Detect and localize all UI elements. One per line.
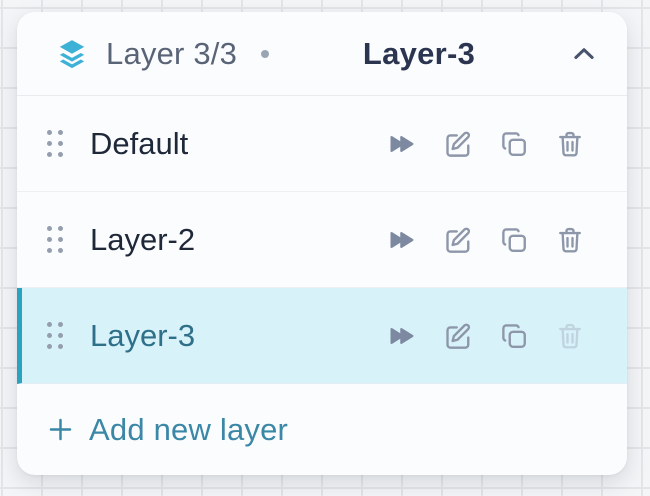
row-actions [387,321,585,351]
move-to-front-icon[interactable] [387,225,417,255]
add-new-layer-button[interactable]: Add new layer [17,384,627,475]
separator-dot-icon [261,49,270,58]
delete-icon[interactable] [555,129,585,159]
edit-icon[interactable] [443,225,473,255]
layer-name: Layer-2 [90,221,196,257]
layer-row-layer-3-selected[interactable]: Layer-3 [17,288,627,384]
edit-icon[interactable] [443,321,473,351]
delete-icon-disabled [559,323,581,348]
layer-name: Default [90,125,189,161]
layer-name: Layer-3 [90,317,196,353]
move-to-front-icon[interactable] [387,129,417,159]
current-layer-title: Layer-3 [362,35,476,71]
move-to-front-icon[interactable] [387,321,417,351]
row-actions [387,225,585,255]
layer-count-label: Layer 3/3 [106,35,238,71]
drag-handle-icon[interactable] [47,130,63,157]
duplicate-icon[interactable] [499,225,529,255]
layers-panel: Layer 3/3 Layer-3 Default [17,12,627,475]
drag-handle-icon[interactable] [47,226,63,253]
delete-icon[interactable] [555,225,585,255]
drag-handle-icon[interactable] [47,322,63,349]
edit-icon[interactable] [443,129,473,159]
chevron-up-icon[interactable] [569,39,599,69]
layers-panel-header: Layer 3/3 Layer-3 [17,12,627,96]
duplicate-icon[interactable] [499,129,529,159]
layer-row-default[interactable]: Default [17,96,627,192]
duplicate-icon[interactable] [499,321,529,351]
row-actions [387,129,585,159]
layers-stack-icon [59,39,85,68]
add-new-layer-label: Add new layer [89,411,289,447]
plus-icon [49,418,72,441]
layer-row-layer-2[interactable]: Layer-2 [17,192,627,288]
